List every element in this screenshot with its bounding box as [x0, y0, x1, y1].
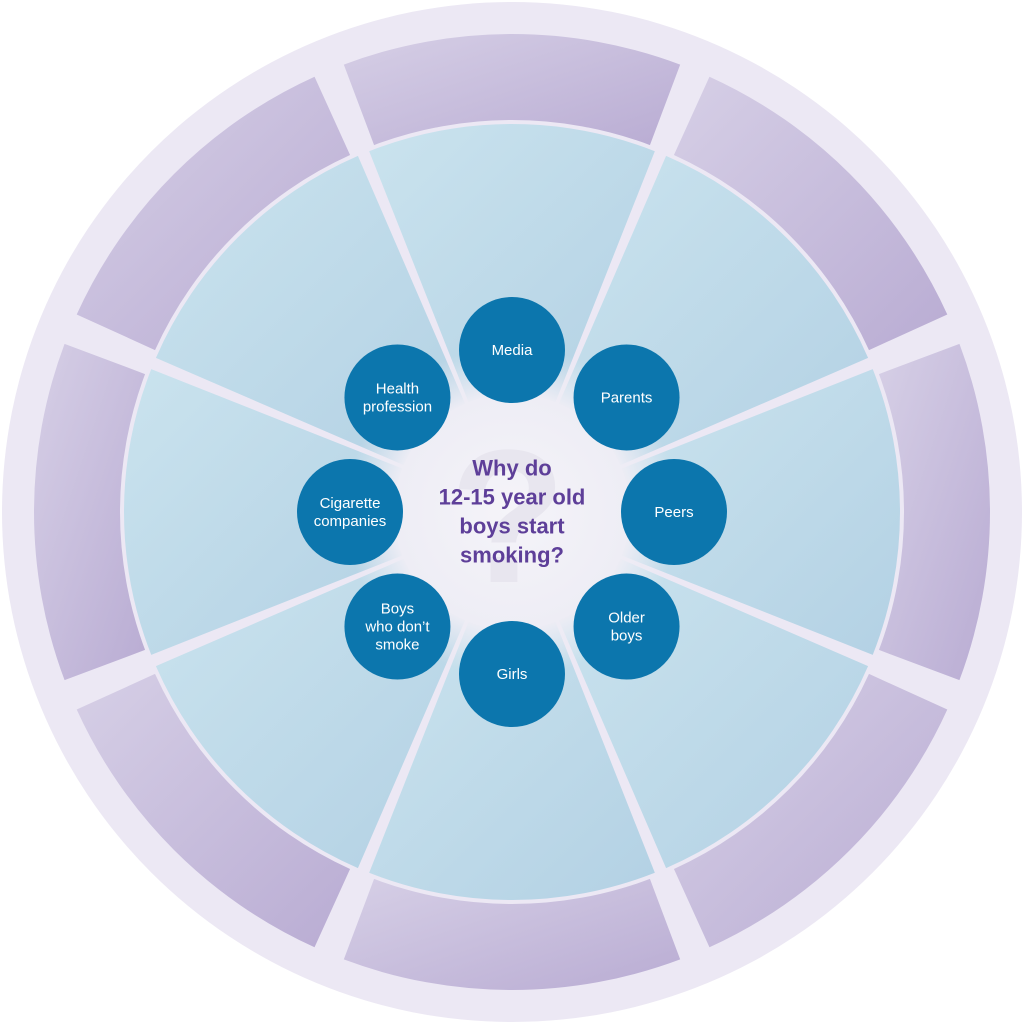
influence-node-label: Parents [601, 389, 653, 406]
influence-node-label: Peers [654, 504, 693, 521]
outer-ring-segment [878, 343, 991, 681]
influence-node-girls: Girls [459, 621, 565, 727]
outer-ring-segment [673, 673, 948, 948]
outer-ring-segment [343, 878, 681, 991]
influence-node-label-line: Girls [497, 666, 528, 683]
influence-wedge [369, 123, 655, 403]
center-question-line: 12-15 year old [439, 485, 586, 510]
center-question-line: boys start [459, 514, 565, 539]
influence-node-circle [459, 621, 565, 727]
influence-node-label-line: Media [492, 342, 534, 359]
influence-node-circle [573, 344, 680, 451]
influence-wedge [123, 369, 403, 655]
outer-ring-segment [76, 673, 351, 948]
influence-node-label-line: profession [363, 398, 432, 415]
influence-node-parents: Parents [573, 344, 680, 451]
outer-ring-segment [673, 76, 948, 351]
question-mark-watermark: ? [450, 411, 566, 623]
influence-node-circle [344, 344, 451, 451]
influence-node-peers: Peers [621, 459, 727, 565]
influence-node-label-line: smoke [375, 637, 419, 654]
influence-node-circle [344, 573, 451, 680]
influence-node-media: Media [459, 297, 565, 403]
center-question: Why do 12-15 year old boys start smoking? [439, 456, 586, 568]
influence-node-label-line: Parents [601, 389, 653, 406]
influence-node-label-line: boys [611, 628, 643, 645]
influence-wedge [621, 369, 900, 655]
influence-node-circle [459, 297, 565, 403]
influence-node-circle [621, 459, 727, 565]
outer-ring-segment [76, 76, 351, 351]
influence-wedge [369, 621, 655, 900]
influence-node-label-line: Older [608, 610, 645, 627]
influence-node-label: Girls [497, 666, 528, 683]
outer-ring-segment [343, 34, 681, 146]
influence-node-label-line: Cigarette [320, 495, 381, 512]
center-question-line: Why do [472, 456, 551, 481]
influence-node-label: Media [492, 342, 534, 359]
outer-ring-segment [34, 343, 146, 681]
influence-node-label-line: who don’t [364, 619, 430, 636]
influence-node-circle [297, 459, 403, 565]
influence-node-label-line: companies [314, 513, 387, 530]
influence-node-label-line: Boys [381, 601, 414, 618]
influence-node-label-line: Health [376, 380, 419, 397]
influence-node-label-line: Peers [654, 504, 693, 521]
influence-node-circle [573, 573, 680, 680]
center-question-line: smoking? [460, 543, 564, 568]
